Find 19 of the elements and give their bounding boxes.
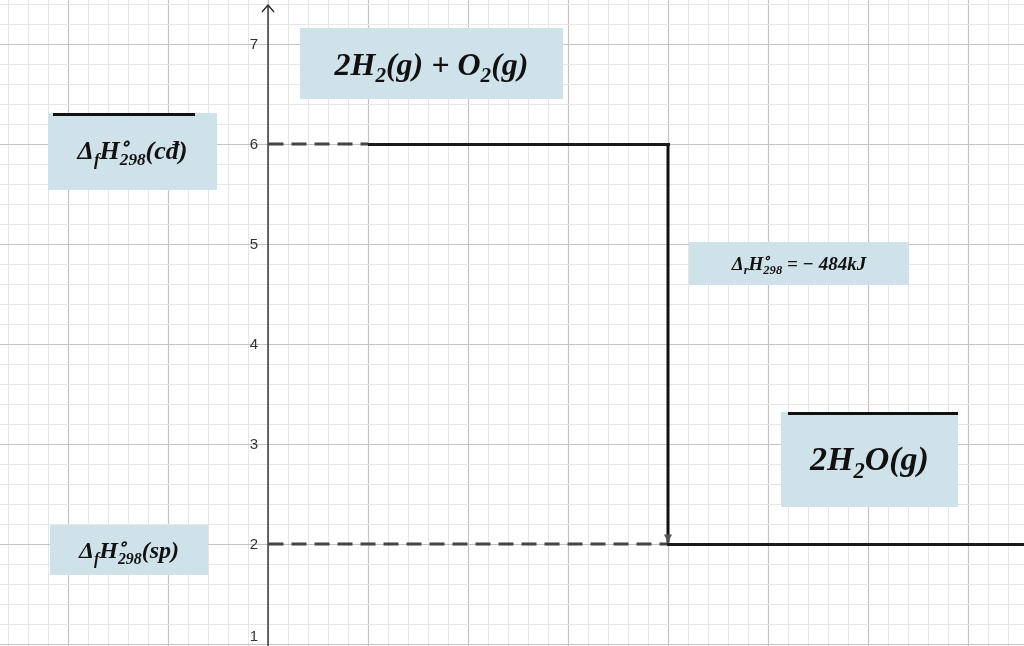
label-box (50, 525, 208, 575)
formula-text: Δ$_{r}$H$^{∘}$$_{298}$ = − 484kJ (731, 251, 867, 276)
label-box (300, 28, 563, 99)
formula-text: 2H$_{2}$O(g) (810, 439, 929, 481)
axis-tick-label: 4 (248, 335, 258, 353)
arrow (664, 145, 672, 543)
axis-tick-label: 7 (248, 35, 258, 53)
axis-tick-label: 1 (248, 627, 258, 645)
label-box (781, 412, 958, 507)
energy-level-line (368, 142, 670, 146)
energy-level-line (666, 542, 1024, 546)
formula-text: 2H$_{2}$(g) + O$_{2}$(g) (334, 44, 529, 84)
formula-text: Δ$_{f}$H$^{∘}$$_{298}$(cđ) (77, 135, 188, 168)
axis-tick-label: 2 (248, 535, 258, 553)
label-box (689, 242, 909, 285)
axis-tick-label: 6 (248, 135, 258, 153)
label-box (48, 113, 217, 190)
axis-tick-label: 3 (248, 435, 258, 453)
axis-tick-label: 5 (248, 235, 258, 253)
